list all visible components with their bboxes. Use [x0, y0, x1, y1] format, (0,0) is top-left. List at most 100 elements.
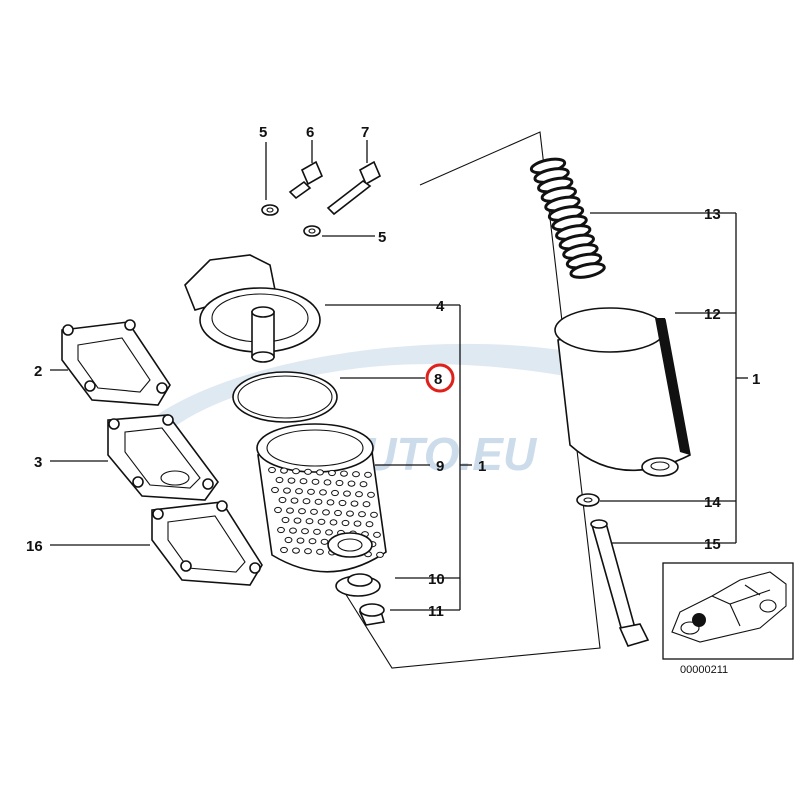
perforation-hole — [355, 491, 363, 498]
perforation-hole — [341, 519, 350, 527]
label-14: 14 — [704, 494, 721, 511]
washer-5a — [261, 204, 279, 216]
label-6: 6 — [306, 124, 314, 141]
perforation-hole — [304, 548, 312, 555]
perforation-hole — [320, 538, 329, 545]
washer-14 — [576, 493, 600, 507]
perforation-hole — [271, 486, 279, 494]
spring-13 — [529, 157, 606, 279]
label-1-left: 1 — [478, 458, 486, 475]
perforation-hole — [302, 498, 311, 505]
perforation-hole — [304, 468, 312, 475]
perforation-hole — [313, 528, 321, 535]
perforation-hole — [316, 548, 324, 555]
label-3: 3 — [34, 454, 42, 471]
perforation-hole — [301, 528, 309, 535]
filter-element-9 — [256, 423, 387, 573]
washer-10 — [335, 573, 381, 597]
label-9: 9 — [436, 458, 444, 475]
perforation-hole — [328, 469, 336, 477]
perforation-hole — [283, 487, 291, 494]
label-1-right: 1 — [752, 371, 760, 388]
perforation-hole — [274, 506, 282, 514]
o-ring-8 — [232, 371, 338, 423]
label-8: 8 — [434, 371, 442, 388]
bracket-left — [459, 305, 472, 610]
perforation-hole — [308, 538, 317, 545]
perforation-hole — [323, 479, 332, 486]
perforation-hole — [286, 507, 294, 514]
perforation-hole — [340, 470, 348, 477]
perforation-hole — [362, 501, 371, 508]
perforation-hole — [343, 490, 351, 497]
perforation-hole — [325, 529, 333, 536]
perforation-hole — [326, 499, 335, 506]
perforation-hole — [329, 519, 338, 526]
label-5a: 5 — [259, 124, 267, 141]
gasket-16 — [151, 500, 263, 586]
perforation-hole — [346, 510, 354, 517]
perforation-hole — [268, 466, 276, 474]
seal-11 — [358, 603, 386, 626]
bolt-15 — [590, 519, 650, 647]
perforation-hole — [299, 478, 308, 485]
gasket-2 — [61, 319, 171, 406]
label-12: 12 — [704, 306, 721, 323]
perforation-hole — [305, 518, 314, 525]
perforation-hole — [310, 508, 318, 515]
perforation-hole — [347, 480, 356, 487]
perforation-hole — [293, 517, 302, 524]
bolt-6 — [288, 160, 324, 200]
perforation-hole — [316, 469, 324, 476]
perforation-hole — [365, 521, 374, 528]
label-2: 2 — [34, 363, 42, 380]
perforation-hole — [292, 547, 300, 554]
perforation-hole — [364, 471, 372, 478]
filter-bowl-12 — [554, 307, 691, 477]
gasket-3 — [107, 414, 219, 501]
perforation-hole — [277, 526, 285, 534]
perforation-hole — [367, 491, 375, 498]
spring-coil — [569, 262, 606, 279]
perforation-hole — [281, 516, 290, 524]
perforation-hole — [331, 489, 339, 497]
label-16: 16 — [26, 538, 43, 555]
perforation-hole — [335, 479, 344, 487]
label-11: 11 — [428, 603, 444, 620]
perforation-hole — [287, 477, 296, 484]
perforation-hole — [353, 520, 362, 527]
perforation-hole — [307, 488, 315, 495]
perforation-hole — [319, 489, 327, 496]
label-13: 13 — [704, 206, 721, 223]
perforation-hole — [280, 467, 288, 474]
perforation-hole — [275, 476, 284, 484]
perforation-hole — [289, 527, 297, 534]
perforation-hole — [284, 536, 293, 544]
perforation-hole — [338, 499, 347, 507]
perforation-hole — [298, 508, 306, 515]
perforation-hole — [317, 518, 326, 525]
part-labels: 5 6 7 5 13 4 12 2 8 1 3 9 1 14 16 15 10 … — [26, 124, 760, 620]
perforation-hole — [352, 471, 360, 478]
label-15: 15 — [704, 536, 721, 553]
label-4: 4 — [436, 298, 445, 315]
perforation-hole — [322, 509, 330, 516]
filter-perforation — [268, 466, 384, 558]
perforation-hole — [292, 468, 300, 475]
perforation-hole — [296, 537, 305, 544]
perforation-hole — [359, 481, 368, 488]
perforation-hole — [311, 478, 320, 485]
group-outline — [339, 131, 601, 669]
perforation-hole — [334, 509, 342, 517]
perforation-hole — [278, 496, 287, 504]
perforation-hole — [314, 498, 323, 505]
bolt-7 — [326, 160, 382, 216]
leader-lines — [50, 140, 736, 611]
perforation-hole — [350, 500, 359, 507]
label-5b: 5 — [378, 229, 386, 246]
perforation-hole — [376, 551, 384, 558]
label-10: 10 — [428, 571, 445, 588]
bracket-right — [735, 213, 748, 543]
